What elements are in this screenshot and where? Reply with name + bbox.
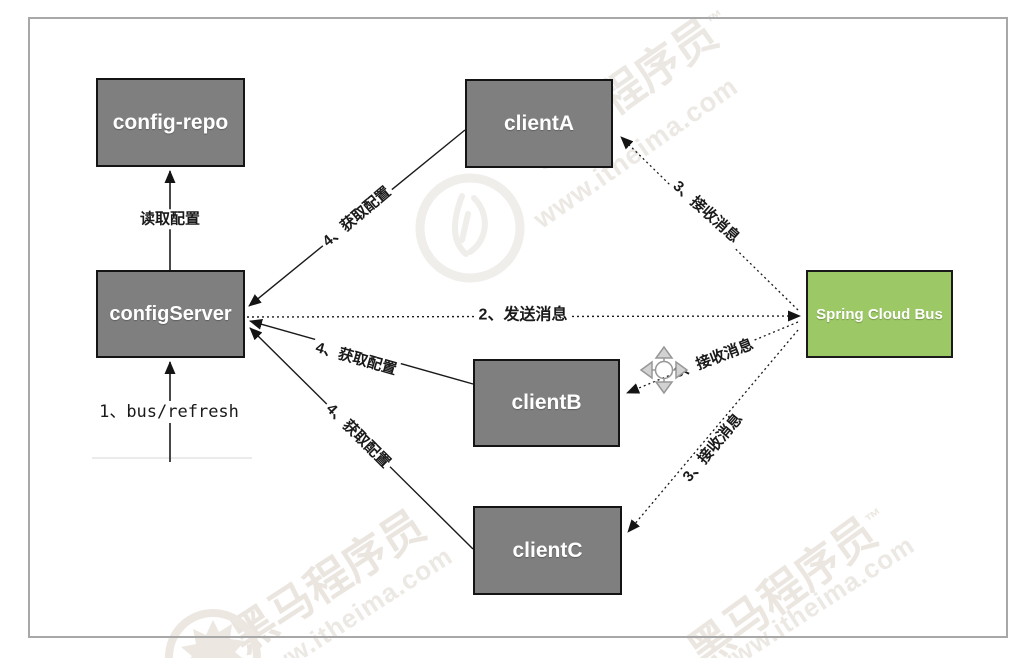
node-label: clientA: [503, 111, 574, 135]
edge-label-bus-refresh: 1、bus/refresh: [96, 400, 242, 424]
node-spring-cloud-bus: Spring Cloud Bus: [806, 270, 953, 358]
node-client-b: clientB: [473, 359, 620, 447]
edge-label-read-config: 读取配置: [136, 209, 204, 229]
edge-receive-message-a: [620, 136, 799, 311]
edge-receive-message-c: [627, 329, 799, 533]
node-label: Spring Cloud Bus: [816, 305, 943, 323]
node-label: clientB: [511, 391, 582, 414]
edge-receive-message-b: [626, 321, 799, 394]
node-config-server: configServer: [96, 270, 245, 358]
node-label: clientC: [512, 538, 583, 562]
itheima-logo-icon: [165, 609, 261, 658]
itheima-logo-icon: [415, 173, 525, 283]
node-client-a: clientA: [465, 79, 613, 168]
node-config-repo: config-repo: [96, 78, 245, 167]
node-label: configServer: [109, 302, 232, 325]
node-client-c: clientC: [473, 506, 622, 595]
edge-label-send-message: 2、发送消息: [475, 305, 571, 327]
move-cursor-icon: [639, 345, 689, 395]
node-label: config-repo: [112, 110, 229, 134]
